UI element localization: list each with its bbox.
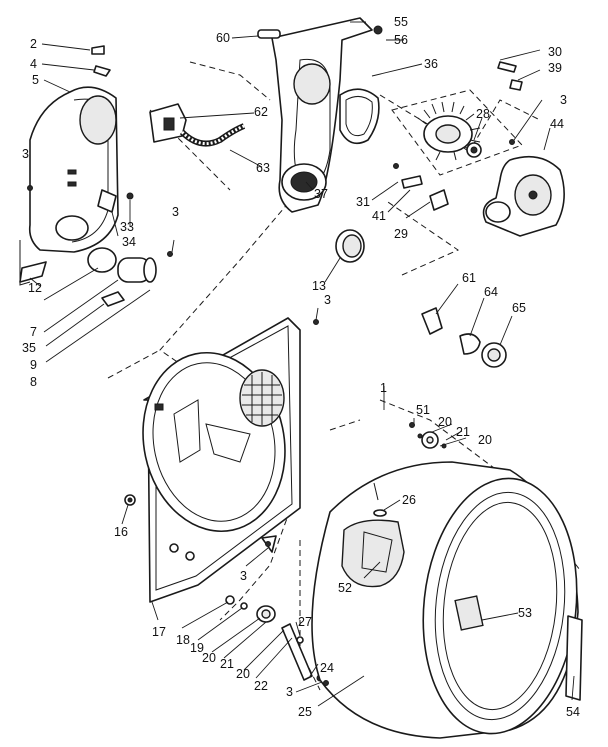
callout-26: 26 (402, 493, 416, 507)
callout-leader-lines (29, 21, 575, 707)
callout-65: 65 (512, 301, 526, 315)
callout-3-motor: 3 (172, 205, 179, 219)
callout-61: 61 (462, 271, 476, 285)
drum-baffle-53 (454, 595, 484, 631)
clip-60 (257, 29, 281, 39)
motor-clip (101, 291, 125, 307)
callout-52: 52 (338, 581, 352, 595)
guide-line-blower (379, 94, 541, 151)
callout-16: 16 (114, 525, 128, 539)
fasteners-top (91, 45, 523, 200)
drum (311, 461, 583, 739)
guide-line-rear-panel (219, 509, 291, 621)
callout-53: 53 (518, 606, 532, 620)
callout-7: 7 (30, 325, 37, 339)
callout-20-mid: 20 (478, 433, 492, 447)
lint-screen-grille (79, 95, 117, 145)
motor-pulley (87, 247, 117, 273)
guide-line-drum-top (329, 419, 361, 431)
callout-20-top: 20 (438, 415, 452, 429)
callout-21-low: 21 (220, 657, 234, 671)
callout-20-bottom: 20 (236, 667, 250, 681)
drum-seal-54 (565, 615, 583, 701)
callout-41: 41 (372, 209, 386, 223)
callout-4: 4 (30, 57, 37, 71)
guide-line-impeller (384, 199, 460, 276)
callout-25: 25 (298, 705, 312, 719)
callout-64: 64 (484, 285, 498, 299)
callout-2: 2 (30, 37, 37, 51)
callout-3-lower: 3 (240, 569, 247, 583)
callout-35: 35 (22, 341, 36, 355)
callout-29: 29 (394, 227, 408, 241)
guide-line-front-duct (149, 109, 231, 191)
bracket-12 (19, 261, 47, 283)
callout-8: 8 (30, 375, 37, 389)
callout-51: 51 (416, 403, 430, 417)
callout-12: 12 (28, 281, 42, 295)
guide-line-duct (189, 61, 271, 101)
front-duct-housing (28, 86, 119, 253)
callout-22: 22 (254, 679, 268, 693)
callout-18: 18 (176, 633, 190, 647)
rear-bulkhead-panel (142, 317, 301, 603)
callout-21-top: 21 (456, 425, 470, 439)
callout-63: 63 (256, 161, 270, 175)
callout-3-right: 3 (560, 93, 567, 107)
callout-37: 37 (314, 187, 328, 201)
guide-line-motor (107, 349, 161, 379)
blower-housing (482, 155, 565, 237)
callout-17: 17 (152, 625, 166, 639)
motor-assembly (19, 189, 157, 307)
callout-3: 3 (22, 147, 29, 161)
drum-baffle-52 (341, 519, 405, 588)
drum-shaft-hardware (409, 422, 447, 449)
callout-33: 33 (120, 220, 134, 234)
drum-bearing-hardware (225, 595, 324, 682)
callout-1: 1 (380, 381, 387, 395)
callout-55: 55 (394, 15, 408, 29)
callout-labels: 2 4 5 3 55 56 60 36 30 39 3 44 28 62 63 … (22, 15, 580, 719)
callout-28: 28 (476, 107, 490, 121)
callout-56: 56 (394, 33, 408, 47)
callout-3-bottom: 3 (286, 685, 293, 699)
callout-30: 30 (548, 45, 562, 59)
callout-44: 44 (550, 117, 564, 131)
small-hardware-group (393, 163, 449, 211)
screws-3 (27, 139, 515, 686)
thermostat-light-group (421, 307, 507, 368)
impeller-box (391, 89, 523, 176)
callout-9: 9 (30, 358, 37, 372)
callout-19: 19 (190, 641, 204, 655)
duct-seal-36 (339, 88, 380, 145)
callout-24: 24 (320, 661, 334, 675)
callout-31: 31 (356, 195, 370, 209)
callout-39: 39 (548, 61, 562, 75)
bearing-sleeve-13 (335, 229, 365, 263)
callout-62: 62 (254, 105, 268, 119)
callout-34: 34 (122, 235, 136, 249)
callout-5: 5 (32, 73, 39, 87)
duct-connector-assembly (149, 103, 246, 147)
callout-60: 60 (216, 31, 230, 45)
callout-54: 54 (566, 705, 580, 719)
impeller-assembly (391, 89, 523, 176)
callout-27: 27 (298, 615, 312, 629)
callout-36: 36 (424, 57, 438, 71)
screw-16 (124, 494, 136, 506)
callout-3-panel: 3 (324, 293, 331, 307)
exhaust-duct (257, 17, 383, 213)
callout-20-low: 20 (202, 651, 216, 665)
callout-13: 13 (312, 279, 326, 293)
